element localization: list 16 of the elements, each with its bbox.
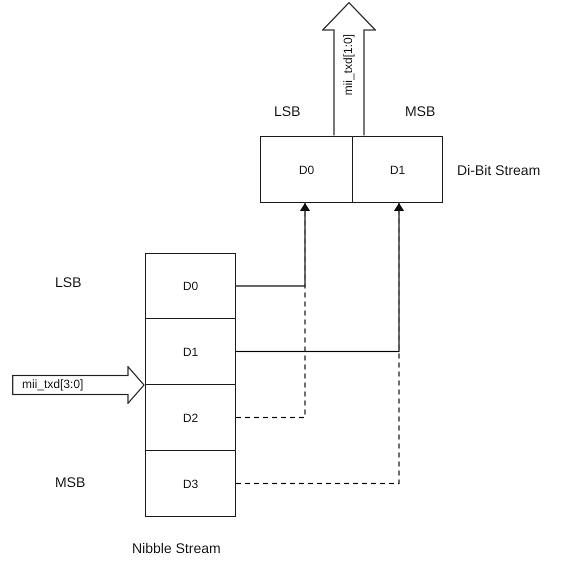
connector-arrow — [236, 203, 404, 484]
bit-order-label: MSB — [405, 103, 436, 119]
bit-order-label: LSB — [55, 274, 82, 290]
register-cell: D1 — [145, 318, 236, 385]
register-cell: D1 — [352, 136, 443, 203]
signal-label: mii_txd[3:0] — [22, 377, 84, 391]
bit-order-label: LSB — [274, 103, 300, 119]
signal-label: mii_txd[1:0] — [341, 34, 355, 96]
register-cell: D0 — [260, 136, 353, 203]
stream-label: Nibble Stream — [132, 540, 221, 556]
stream-label: Di-Bit Stream — [457, 162, 540, 178]
register-cell: D2 — [145, 384, 236, 451]
bit-order-label: MSB — [55, 474, 86, 490]
register-cell: D3 — [145, 450, 236, 517]
connector-arrow — [236, 203, 310, 418]
register-cell: D0 — [145, 253, 236, 319]
